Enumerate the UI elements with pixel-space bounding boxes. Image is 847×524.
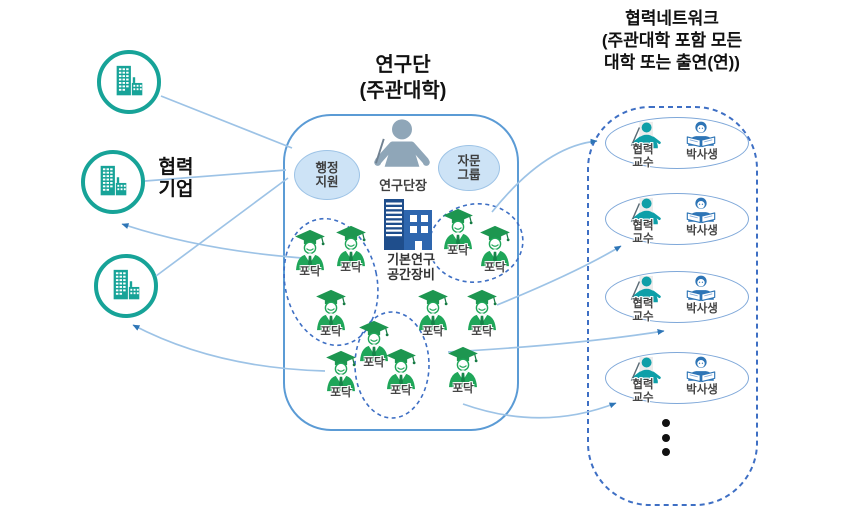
- postdoc-student: 포닥: [309, 289, 353, 345]
- postdoc-label: 포닥: [471, 326, 493, 338]
- company-building-icon: [107, 267, 145, 305]
- ellipsis-dot: [662, 419, 670, 427]
- company-node-3: [94, 254, 158, 318]
- postdoc-student: 포닥: [460, 289, 504, 345]
- postdoc-label: 포닥: [390, 385, 412, 397]
- company-building-icon: [94, 163, 132, 201]
- postdoc-label: 포닥: [422, 326, 444, 338]
- company-node-2: [81, 150, 145, 214]
- facility-label: 기본연구 공간장비: [387, 252, 435, 282]
- network-title: 협력네트워크 (주관대학 포함 모든 대학 또는 출연(연)): [601, 9, 743, 72]
- phd-student-icon: [683, 274, 719, 303]
- ellipsis-dot: [662, 448, 670, 456]
- advisory-group-label: 자문 그룹: [457, 153, 481, 182]
- postdoc-label: 포닥: [320, 326, 342, 338]
- postdoc-label: 포닥: [484, 262, 506, 274]
- admin-support-label: 행정 지원: [315, 160, 339, 189]
- company-node-1: [97, 50, 161, 114]
- director-label: 연구단장: [379, 178, 427, 193]
- director-icon: [369, 117, 435, 173]
- professor-label: 협력 교수: [632, 298, 654, 324]
- postdoc-student: 포닥: [329, 225, 373, 281]
- postdoc-student: 포닥: [441, 346, 485, 402]
- postdoc-student: 포닥: [411, 289, 455, 345]
- postdoc-student: 포닥: [288, 229, 332, 285]
- company-building-icon: [110, 63, 148, 101]
- professor-label: 협력 교수: [632, 379, 654, 405]
- postdoc-student: 포닥: [473, 225, 517, 281]
- postdoc-label: 포닥: [340, 262, 362, 274]
- phd-student-icon: [683, 355, 719, 384]
- advisory-group-ellipse: 자문 그룹: [438, 145, 500, 191]
- postdoc-student: 포닥: [319, 350, 363, 406]
- phd-student-icon: [683, 196, 719, 225]
- postdoc-student: 포닥: [379, 348, 423, 404]
- phd-student-icon: [683, 120, 719, 149]
- phd-label: 박사생: [686, 384, 718, 396]
- postdoc-label: 포닥: [299, 266, 321, 278]
- arrow-postdoc-company2: [121, 223, 303, 259]
- phd-label: 박사생: [686, 303, 718, 315]
- phd-label: 박사생: [686, 149, 718, 161]
- facility-building-icon: [379, 198, 437, 256]
- admin-support-ellipse: 행정 지원: [294, 150, 360, 200]
- professor-label: 협력 교수: [632, 144, 654, 170]
- link-company1-box: [160, 95, 293, 149]
- research-group-title: 연구단 (주관대학): [359, 54, 447, 102]
- professor-label: 협력 교수: [632, 220, 654, 246]
- company-group-label: 협력 기업: [158, 157, 194, 200]
- phd-label: 박사생: [686, 225, 718, 237]
- postdoc-label: 포닥: [330, 387, 352, 399]
- postdoc-label: 포닥: [452, 383, 474, 395]
- ellipsis-dot: [662, 434, 670, 442]
